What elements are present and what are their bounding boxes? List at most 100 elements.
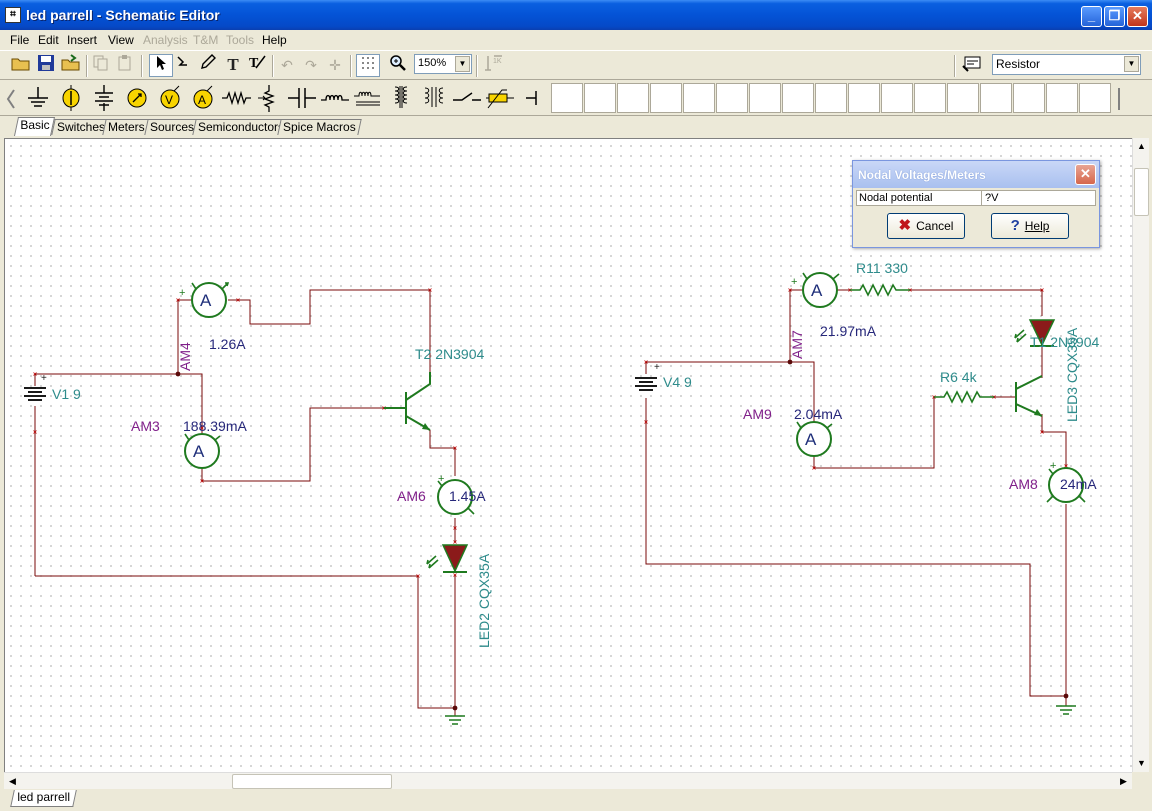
thermistor-icon[interactable] bbox=[484, 83, 516, 113]
cancel-button[interactable]: ✖Cancel bbox=[887, 213, 965, 239]
led-led2[interactable] bbox=[426, 544, 469, 573]
palette-slot[interactable] bbox=[1079, 83, 1111, 113]
ammeter-am9[interactable]: A bbox=[796, 421, 833, 457]
palette-slot[interactable] bbox=[815, 83, 847, 113]
transistor-t2[interactable] bbox=[384, 372, 431, 431]
palette-slot[interactable] bbox=[683, 83, 715, 113]
battery-v4[interactable]: + bbox=[635, 362, 660, 391]
scroll-left-icon[interactable]: ◀ bbox=[9, 776, 16, 786]
vertical-scrollbar[interactable]: ▲ ▼ bbox=[1132, 138, 1149, 772]
capacitor-icon[interactable] bbox=[286, 83, 318, 113]
component-select[interactable]: Resistor ▼ bbox=[992, 54, 1141, 75]
zoom-select[interactable]: 150% ▼ bbox=[414, 54, 472, 74]
battery-icon[interactable] bbox=[88, 83, 120, 113]
current-source-icon[interactable] bbox=[121, 83, 153, 113]
menu-tm[interactable]: T&M bbox=[193, 33, 219, 47]
paste-icon[interactable] bbox=[113, 54, 137, 77]
palette-slot[interactable] bbox=[881, 83, 913, 113]
transformer-icon[interactable] bbox=[385, 83, 417, 113]
chevron-down-icon[interactable]: ▼ bbox=[1124, 56, 1139, 72]
palette-scroll-left-icon[interactable] bbox=[3, 83, 19, 113]
ground-right[interactable] bbox=[1056, 705, 1076, 715]
palette-slot[interactable] bbox=[914, 83, 946, 113]
ideal-transformer-icon[interactable] bbox=[418, 83, 450, 113]
ammeter-am6[interactable]: + bbox=[437, 473, 475, 515]
palette-slot[interactable] bbox=[617, 83, 649, 113]
open-folder-icon[interactable] bbox=[9, 54, 33, 77]
sheet-tab-led-parrell[interactable]: led parrell bbox=[10, 790, 77, 807]
open-terminal-icon[interactable] bbox=[517, 83, 549, 113]
nodal-voltages-dialog[interactable]: Nodal Voltages/Meters ✕ Nodal potential … bbox=[852, 160, 1100, 248]
vertical-scroll-thumb[interactable] bbox=[1134, 168, 1149, 216]
ammeter-am4[interactable]: A + bbox=[179, 282, 230, 318]
ammeter-icon[interactable]: A bbox=[187, 83, 219, 113]
pen-icon[interactable] bbox=[196, 54, 220, 77]
close-button[interactable]: ✕ bbox=[1127, 6, 1148, 27]
ammeter-am7[interactable]: A + bbox=[791, 272, 840, 308]
menu-insert[interactable]: Insert bbox=[67, 33, 98, 47]
save-icon[interactable] bbox=[34, 54, 58, 77]
horizontal-scrollbar[interactable]: ◀ ▶ bbox=[4, 772, 1132, 789]
component-picker-icon[interactable] bbox=[961, 54, 985, 77]
app-icon[interactable]: ⌗ bbox=[5, 7, 21, 23]
horizontal-scroll-thumb[interactable] bbox=[232, 774, 392, 789]
menu-view[interactable]: View bbox=[108, 33, 134, 47]
dialog-close-icon[interactable]: ✕ bbox=[1075, 164, 1096, 185]
palette-slot[interactable] bbox=[980, 83, 1012, 113]
led-led3[interactable] bbox=[1014, 319, 1056, 347]
hide-pins-icon[interactable]: T bbox=[245, 54, 269, 77]
help-button[interactable]: ?Help bbox=[991, 213, 1069, 239]
palette-slot[interactable] bbox=[749, 83, 781, 113]
scroll-right-icon[interactable]: ▶ bbox=[1120, 776, 1127, 786]
palette-scroll-right-icon[interactable] bbox=[1114, 83, 1128, 113]
wire-tool-icon[interactable] bbox=[172, 54, 196, 77]
undo-icon[interactable]: ↶ bbox=[281, 57, 293, 73]
crosshair-icon[interactable]: ✛ bbox=[329, 57, 341, 73]
chevron-down-icon[interactable]: ▼ bbox=[455, 56, 470, 72]
core-inductor-icon[interactable] bbox=[352, 83, 384, 113]
inductor-icon[interactable] bbox=[319, 83, 351, 113]
potentiometer-icon[interactable] bbox=[253, 83, 285, 113]
menu-file[interactable]: File bbox=[10, 33, 30, 47]
ground-left[interactable] bbox=[445, 715, 465, 725]
menu-help[interactable]: Help bbox=[262, 33, 287, 47]
text-tool-icon[interactable]: T bbox=[227, 55, 239, 74]
transistor-t1[interactable] bbox=[1015, 375, 1043, 417]
schematic-drawing[interactable]: + V1 9 A + AM4 1.26A A AM3 188.39mA T2 2… bbox=[0, 0, 1132, 772]
palette-slot[interactable] bbox=[947, 83, 979, 113]
ammeter-am3[interactable]: A bbox=[184, 433, 221, 469]
scroll-up-icon[interactable]: ▲ bbox=[1137, 141, 1146, 151]
resistor-r11[interactable] bbox=[850, 283, 910, 297]
maximize-button[interactable]: ❐ bbox=[1104, 6, 1125, 27]
open-file-icon[interactable] bbox=[59, 54, 83, 77]
menu-tools[interactable]: Tools bbox=[226, 33, 255, 47]
minimize-button[interactable]: _ bbox=[1081, 6, 1102, 27]
ground-pin-icon[interactable]: 1K bbox=[481, 54, 505, 77]
switch-icon[interactable] bbox=[451, 83, 483, 113]
scroll-down-icon[interactable]: ▼ bbox=[1137, 758, 1146, 768]
menu-edit[interactable]: Edit bbox=[38, 33, 59, 47]
voltage-source-icon[interactable] bbox=[55, 83, 87, 113]
palette-slot[interactable] bbox=[716, 83, 748, 113]
palette-slot[interactable] bbox=[650, 83, 682, 113]
zoom-icon[interactable] bbox=[386, 54, 410, 77]
palette-slot[interactable] bbox=[782, 83, 814, 113]
palette-slot[interactable] bbox=[1046, 83, 1078, 113]
resistor-r6[interactable] bbox=[934, 390, 994, 404]
grid-icon[interactable] bbox=[356, 54, 380, 77]
left-circuit-wires[interactable] bbox=[34, 289, 456, 716]
select-arrow-icon[interactable] bbox=[149, 54, 173, 77]
ground-icon[interactable] bbox=[22, 83, 54, 113]
palette-slot[interactable] bbox=[848, 83, 880, 113]
ammeter-am8[interactable]: + bbox=[1046, 460, 1086, 503]
dialog-title-bar[interactable]: Nodal Voltages/Meters ✕ bbox=[853, 161, 1099, 188]
menu-analysis[interactable]: Analysis bbox=[143, 33, 188, 47]
redo-icon[interactable]: ↷ bbox=[305, 57, 317, 73]
right-circuit-wires[interactable] bbox=[645, 289, 1067, 706]
palette-slot[interactable] bbox=[1013, 83, 1045, 113]
palette-slot[interactable] bbox=[551, 83, 583, 113]
copy-icon[interactable] bbox=[89, 54, 113, 77]
palette-slot[interactable] bbox=[584, 83, 616, 113]
battery-v1[interactable]: + bbox=[24, 373, 47, 401]
resistor-icon[interactable] bbox=[220, 83, 252, 113]
